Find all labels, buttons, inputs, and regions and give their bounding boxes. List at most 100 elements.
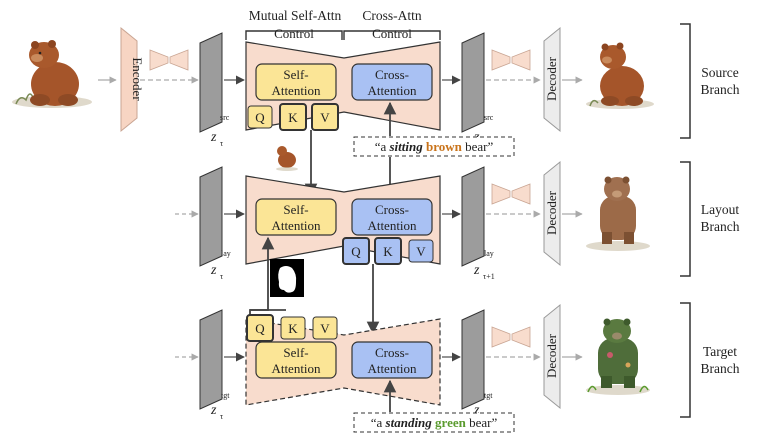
latent-lay-tau-next [461, 166, 485, 267]
latent-lay-next-z: z [473, 263, 480, 278]
latent-lay-next-sup: lay [484, 249, 494, 258]
layout-branch-label-l2: Branch [701, 219, 740, 234]
v-label-lay: V [416, 244, 426, 259]
source-prompt-action: sitting [389, 139, 424, 154]
source-branch-row: Encoder z src τ Self- Attention Cross- A… [12, 23, 740, 148]
cross-attention-lay-l2: Attention [367, 218, 417, 233]
mini-unet-icon-right [169, 49, 189, 71]
mutual-self-attn-title: Mutual Self-Attn [249, 8, 342, 23]
latent-tgt-tau-z: z [210, 403, 217, 418]
latent-tgt-next-z: z [473, 403, 480, 418]
source-prompt-box [353, 136, 515, 157]
target-branch-label-l2: Branch [701, 361, 740, 376]
v-label-src: V [320, 110, 330, 125]
small-bear-thumbnail [276, 146, 298, 171]
self-attention-tgt-l2: Attention [271, 361, 321, 376]
latent-src-tau-z: z [210, 130, 217, 145]
cross-attention-lay-l1: Cross- [375, 202, 409, 217]
output-bear-brown-standing [586, 176, 650, 251]
source-prompt-color: brown [426, 139, 463, 154]
decoder-label-tgt: Decoder [544, 333, 559, 378]
decoder-label-src: Decoder [544, 56, 559, 101]
self-attention-lay [255, 198, 337, 236]
mini-unet-icon-lay-b [511, 183, 531, 205]
v-box-src [311, 103, 339, 131]
v-label-tgt: V [320, 321, 330, 336]
source-branch-bracket [680, 23, 691, 139]
q-box-tgt [246, 314, 274, 342]
q-box-src [247, 105, 273, 129]
cross-attention-tgt-l2: Attention [367, 361, 417, 376]
k-box-tgt [280, 316, 306, 340]
latent-tgt-tau-sub: τ [220, 412, 224, 421]
latent-src-tau-next [461, 32, 485, 133]
latent-src-tau-sup: src [220, 113, 230, 122]
source-branch-label-l1: Source [701, 65, 739, 80]
k-label-lay: K [383, 244, 393, 259]
k-label-src: K [288, 110, 298, 125]
control-label-right: Control [372, 26, 412, 41]
latent-lay-tau [199, 166, 223, 267]
decoder-block-src [543, 26, 561, 133]
q-label-src: Q [255, 110, 265, 125]
control-bracket-left [245, 30, 343, 40]
self-attention-lay-l1: Self- [283, 202, 308, 217]
target-branch-label-l1: Target [703, 344, 737, 359]
self-attention-tgt-l1: Self- [283, 345, 308, 360]
self-attention-src [255, 63, 337, 101]
layout-branch-row: z lay τ Self- Attention Cross- Attention… [175, 160, 740, 281]
q-label-lay: Q [351, 244, 361, 259]
mini-unet-icon-src-a [491, 49, 511, 71]
self-attention-src-l1: Self- [283, 67, 308, 82]
latent-src-tau [199, 32, 223, 133]
v-box-tgt [312, 316, 338, 340]
self-attention-lay-l2: Attention [271, 218, 321, 233]
cross-attention-tgt-l1: Cross- [375, 345, 409, 360]
latent-src-next-sup: src [484, 113, 494, 122]
mini-unet-icon-left [149, 49, 169, 71]
target-prompt-action: standing [385, 415, 433, 430]
k-box-lay [374, 237, 402, 265]
latent-tgt-tau-next [461, 309, 485, 410]
cross-attention-src-l1: Cross- [375, 67, 409, 82]
source-prompt-text: “a sitting brown bear” [375, 139, 494, 154]
mini-unet-icon-tgt-b [511, 326, 531, 348]
decoder-block-lay [543, 160, 561, 267]
latent-tgt-tau-sup: tgt [221, 391, 230, 400]
k-label-tgt: K [288, 321, 298, 336]
mini-unet-icon-lay-a [491, 183, 511, 205]
control-bracket-right [343, 30, 441, 40]
target-prompt-color: green [435, 415, 467, 430]
target-prompt-box [353, 412, 515, 433]
self-attention-tgt [255, 341, 337, 379]
cross-attention-src [351, 63, 433, 101]
decoder-label-lay: Decoder [544, 190, 559, 235]
v-box-lay [408, 239, 434, 263]
target-branch-row: z tgt τ Self- Attention Cross- Attention… [175, 302, 740, 421]
cross-attention-src-l2: Attention [367, 83, 417, 98]
encoder-label: Encoder [130, 57, 145, 101]
mini-unet-icon-src-b [511, 49, 531, 71]
target-branch-bracket [680, 302, 691, 418]
latent-tgt-tau [199, 309, 223, 410]
latent-lay-tau-sup: lay [221, 249, 231, 258]
decoder-block-tgt [543, 303, 561, 410]
latent-tgt-next-sup: tgt [484, 391, 493, 400]
q-label-tgt: Q [255, 321, 265, 336]
source-bear-image [12, 40, 92, 108]
cross-attention-tgt [351, 341, 433, 379]
cross-attention-lay [351, 198, 433, 236]
mini-unet-icon-tgt-a [491, 326, 511, 348]
source-branch-label-l2: Branch [701, 82, 740, 97]
layout-branch-bracket [680, 161, 691, 277]
latent-lay-tau-sub: τ [220, 272, 224, 281]
control-label-left: Control [274, 26, 314, 41]
k-box-src [279, 103, 307, 131]
layout-mask-image [270, 259, 304, 297]
self-attention-src-l2: Attention [271, 83, 321, 98]
target-prompt-text: “a standing green bear” [371, 415, 498, 430]
cross-attn-title: Cross-Attn [362, 8, 422, 23]
output-bear-green-standing [586, 318, 650, 395]
output-bear-brown-sitting [586, 42, 654, 109]
